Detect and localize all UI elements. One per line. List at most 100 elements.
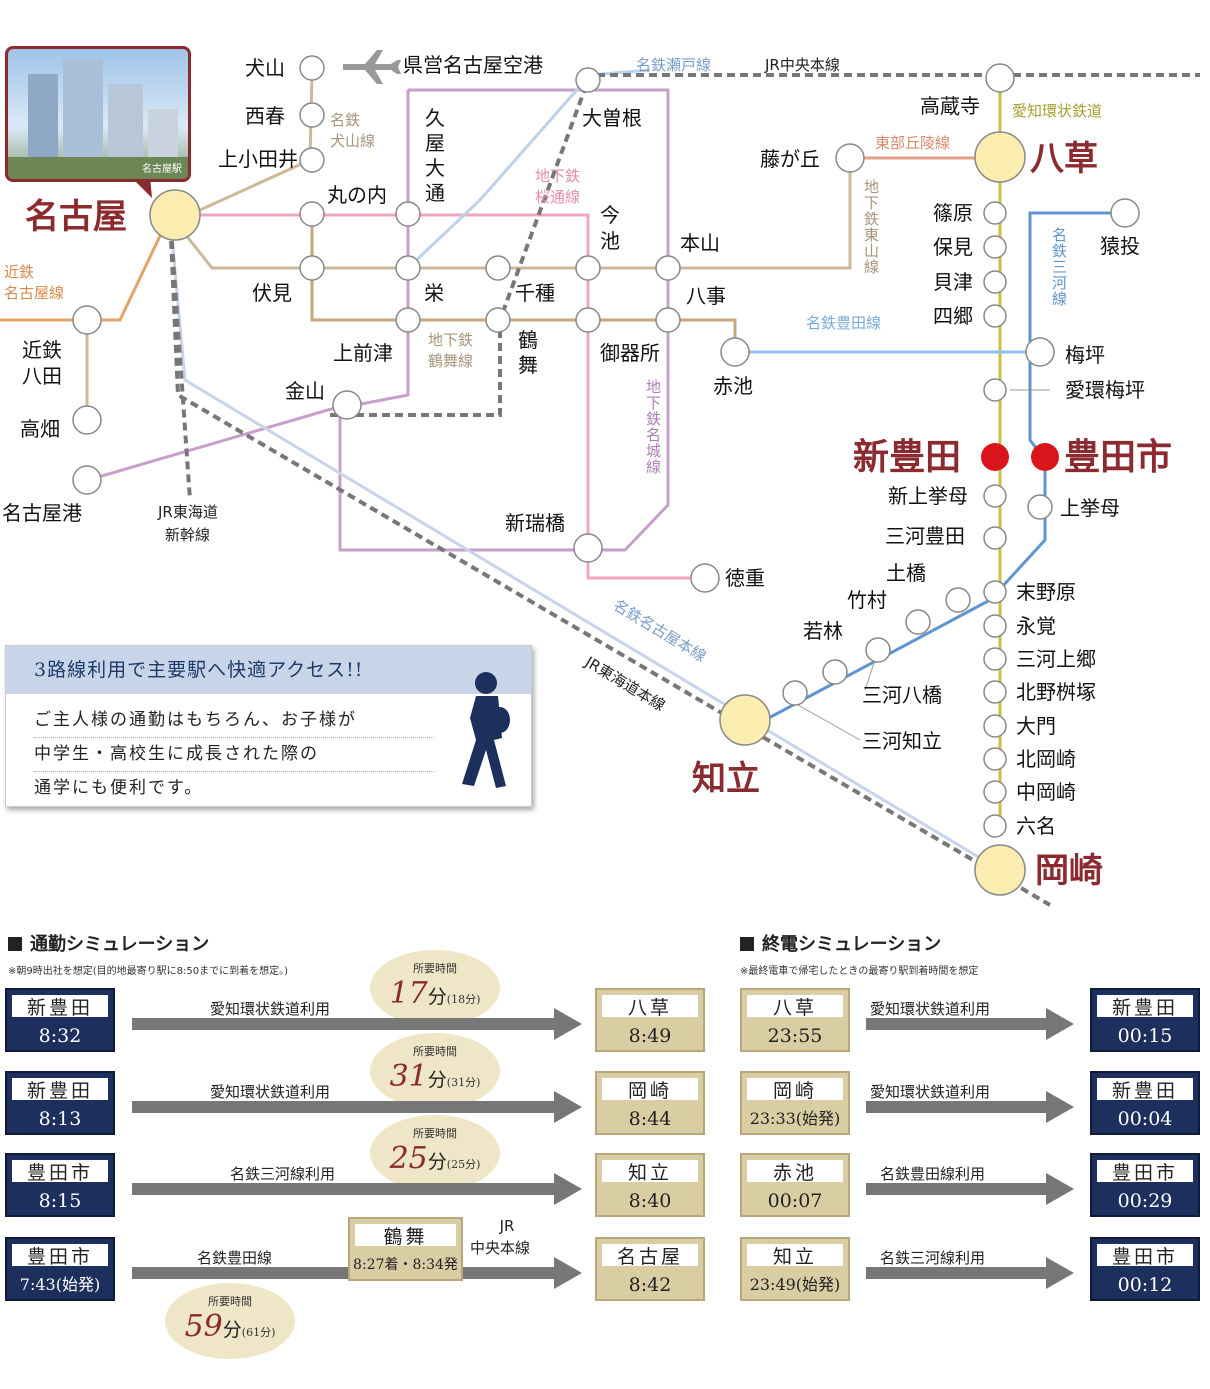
label-tsuchihashi: 土橋 xyxy=(886,561,926,585)
time-value: 8:44 xyxy=(628,1108,672,1130)
station-name: 豊田市 xyxy=(26,1246,93,1268)
label-kintetsu-hatta-2: 八田 xyxy=(22,364,62,388)
line-meitetsu-nagoya-main: 名鉄名古屋本線 xyxy=(610,596,709,666)
route-label: 名鉄豊田線 xyxy=(197,1249,273,1267)
line-meitetsu-inuyama-1: 名鉄 xyxy=(330,111,360,129)
airplane-icon xyxy=(343,50,401,84)
label-imaike-1: 今 xyxy=(600,203,620,227)
station-name: 豊田市 xyxy=(26,1162,93,1184)
label-nishiharu: 西春 xyxy=(245,104,285,128)
station-name: 新豊田 xyxy=(1111,1080,1178,1102)
from-station-box: 豊田市 7:43(始発) xyxy=(5,1237,115,1301)
time-value: 00:07 xyxy=(767,1190,823,1212)
duration-label: 所要時間 xyxy=(413,1127,457,1140)
transfer-time: 8:27着・8:34発 xyxy=(353,1257,458,1273)
line-label-char: 線 xyxy=(1052,290,1067,308)
duration-label: 所要時間 xyxy=(208,1295,252,1308)
line-kintetsu-2: 名古屋線 xyxy=(4,284,64,302)
duration-unit: 分 xyxy=(222,1319,242,1341)
station-name: 名古屋 xyxy=(616,1246,683,1268)
line-label-char: 線 xyxy=(864,258,879,276)
label-chikusa: 千種 xyxy=(515,281,555,305)
transfer-station: 鶴舞 xyxy=(383,1226,428,1248)
line-kintetsu-1: 近鉄 xyxy=(4,263,34,281)
to-station-box: 豊田市 00:12 xyxy=(1090,1237,1200,1301)
last-train-note: ※最終電車で帰宅したときの最寄り駅到着時間を想定 xyxy=(740,966,979,977)
line-label-char: 線 xyxy=(646,458,661,476)
station-name: 岡崎 xyxy=(627,1080,672,1102)
walking-student-icon xyxy=(462,672,510,788)
route-map: 犬山 西春 上小田井 県営名古屋空港 久 屋 大 通 大曽根 高蔵寺 藤が丘 丸… xyxy=(0,50,1200,907)
time-value: 8:49 xyxy=(628,1025,672,1047)
station-name: 新豊田 xyxy=(26,1080,93,1102)
time-value: 8:40 xyxy=(628,1190,672,1212)
time-value: 23:33(始発) xyxy=(749,1109,841,1128)
label-mikawakamigo: 三河上郷 xyxy=(1016,647,1096,671)
duration-unit: 分 xyxy=(427,1151,447,1173)
route-label: 愛知環状鉄道利用 xyxy=(210,1000,331,1018)
route-label: 名鉄三河線利用 xyxy=(880,1249,986,1267)
photo-caption: 名古屋駅 xyxy=(142,164,182,175)
line-toyota: 名鉄豊田線 xyxy=(806,314,881,332)
label-kamimaezu: 上前津 xyxy=(333,341,393,365)
duration-minutes: 31 xyxy=(389,1059,428,1094)
label-kaizu: 貝津 xyxy=(933,270,973,294)
callout-line: ご主人様の通勤はもちろん、お子様が xyxy=(34,704,434,738)
station-name: 豊田市 xyxy=(1111,1246,1178,1268)
label-kitaokazaki: 北岡崎 xyxy=(1016,747,1076,771)
label-kintetsu-hatta-1: 近鉄 xyxy=(22,338,62,362)
label-tsurumai-1: 鶴 xyxy=(518,328,538,352)
route-label: 愛知環状鉄道利用 xyxy=(870,1000,991,1018)
duration-sub: (18分) xyxy=(446,993,481,1006)
line-meitetsu-inuyama-2: 犬山線 xyxy=(330,132,375,150)
from-station-box: 岡崎 23:33(始発) xyxy=(740,1071,850,1135)
commute-note: ※朝9時出社を想定(目的地最寄り駅に8:50までに到着を想定。) xyxy=(8,966,288,977)
route-label: 愛知環状鉄道利用 xyxy=(210,1083,331,1101)
duration-minutes: 59 xyxy=(184,1309,223,1344)
time-value: 8:32 xyxy=(38,1025,82,1047)
label-okazaki: 岡崎 xyxy=(1035,851,1103,891)
label-shinuwagoromo: 新上挙母 xyxy=(888,484,968,508)
duration-sub: (25分) xyxy=(446,1158,481,1171)
line-label-char: 下 xyxy=(864,194,879,212)
station-name: 八草 xyxy=(627,997,672,1019)
route-arrow xyxy=(866,1257,1074,1289)
line-tobu-kyuryo: 東部丘陵線 xyxy=(875,134,950,152)
callout-line: 中学生・高校生に成長された際の xyxy=(34,738,434,772)
callout-line: 通学にも便利です。 xyxy=(34,778,204,798)
time-value: 00:29 xyxy=(1117,1190,1173,1212)
label-fujigaoka: 藤が丘 xyxy=(760,147,820,171)
duration-unit: 分 xyxy=(427,986,447,1008)
label-tokushige: 徳重 xyxy=(725,566,765,590)
to-station-box: 八草 8:49 xyxy=(595,988,705,1052)
label-ozone: 大曽根 xyxy=(582,106,642,130)
label-sanage: 猿投 xyxy=(1100,234,1140,258)
line-shinkansen-2: 新幹線 xyxy=(165,526,210,544)
route-label: 愛知環状鉄道利用 xyxy=(870,1083,991,1101)
time-value: 00:12 xyxy=(1117,1274,1173,1296)
time-value: 7:43(始発) xyxy=(19,1275,101,1294)
label-shinohara: 篠原 xyxy=(933,201,973,225)
label-hisaya-4: 通 xyxy=(425,181,445,205)
route-arrow xyxy=(866,1091,1074,1123)
label-airport: 県営名古屋空港 xyxy=(403,53,543,77)
label-mutsuna: 六名 xyxy=(1016,814,1056,838)
label-daimon: 大門 xyxy=(1016,714,1056,738)
label-suenohara: 末野原 xyxy=(1016,580,1076,604)
line-jr-chuo: JR中央本線 xyxy=(764,56,840,74)
label-hisaya-3: 大 xyxy=(425,156,445,180)
station-name: 岡崎 xyxy=(772,1080,817,1102)
station-name: 赤池 xyxy=(772,1162,817,1184)
last-train-title: 終電シミュレーション xyxy=(740,930,941,956)
station-name: 知立 xyxy=(772,1246,817,1268)
time-value: 00:04 xyxy=(1117,1108,1173,1130)
label-aikan-umetsubo: 愛環梅坪 xyxy=(1065,378,1145,402)
duration-sub: (61分) xyxy=(241,1326,276,1339)
label-homi: 保見 xyxy=(933,235,973,259)
label-nagoya: 名古屋 xyxy=(25,197,127,237)
